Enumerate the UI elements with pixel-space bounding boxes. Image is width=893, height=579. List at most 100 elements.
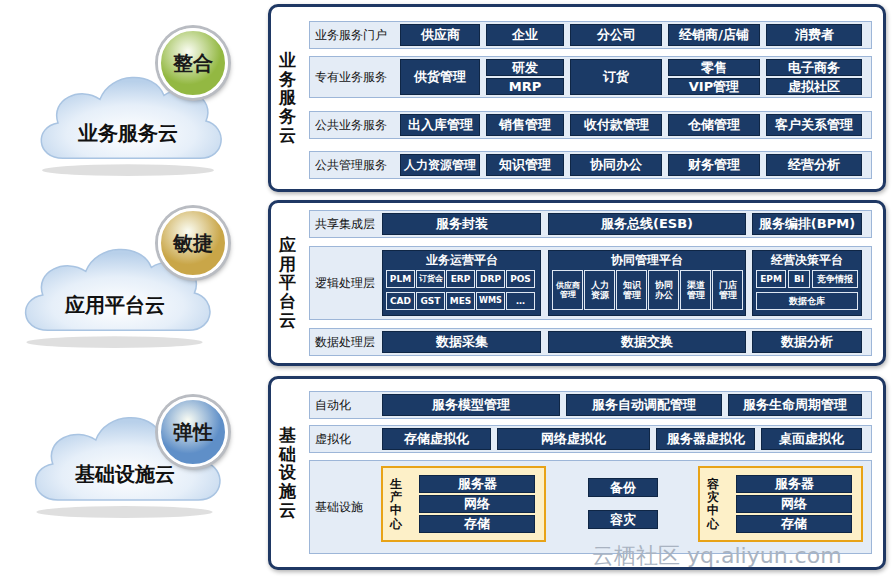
layer-title: 逻辑处理层	[315, 275, 375, 292]
service-box: 分公司	[570, 24, 662, 46]
service-box: 存储虚拟化	[382, 428, 491, 450]
node-label: 应用平台云	[65, 292, 165, 319]
service-box: 仓储管理	[668, 114, 760, 136]
service-box: 服务器	[419, 475, 535, 493]
row-band: 虚拟化存储虚拟化网络虚拟化服务器虚拟化桌面虚拟化	[309, 425, 872, 453]
node-label: 业务运营平台	[383, 251, 540, 269]
module-box: …	[506, 292, 535, 310]
service-box: 服务生命周期管理	[728, 394, 862, 416]
node-label: 经营决策平台	[753, 251, 861, 269]
node-label: 服务生命周期管理	[743, 396, 847, 414]
node-label: 客户关系管理	[775, 116, 853, 134]
node-label: ERP	[451, 274, 471, 284]
service-box: 企业	[486, 24, 564, 46]
module-box: 门店管理	[712, 270, 743, 310]
node-label: 协同管理平台	[549, 251, 745, 269]
service-box: 服务编排(BPM)	[752, 213, 862, 235]
row-band: 专有业务服务供货管理研发MRP订货零售VIP管理电子商务虚拟社区	[309, 56, 872, 98]
module-box: 供应商管理	[552, 270, 583, 310]
module-box: 渠道管理	[680, 270, 711, 310]
layer-panel: 业务服务云业务服务门户供应商企业分公司经销商/店铺消费者专有业务服务供货管理研发…	[268, 4, 886, 192]
service-box: 数据分析	[752, 331, 862, 353]
module-box: 人力资源	[584, 270, 615, 310]
layer-title: 自动化	[315, 397, 351, 414]
service-box: 存储	[419, 515, 535, 533]
node-label: 桌面虚拟化	[779, 430, 844, 448]
module-box: MES	[446, 292, 475, 310]
node-label: 收付款管理	[584, 116, 649, 134]
layer-title: 业务服务门户	[315, 27, 387, 44]
node-label: 弹性	[173, 419, 213, 446]
service-box: 消费者	[766, 24, 862, 46]
node-label: 服务封装	[436, 215, 488, 233]
node-label: 订货会	[419, 274, 443, 283]
node-label: 销售管理	[499, 116, 551, 134]
service-box: 数据交换	[548, 331, 746, 353]
node-label: MRP	[509, 79, 541, 94]
module-box: BI	[788, 270, 810, 288]
watermark: 云栖社区 yq.aliyun.com	[592, 541, 842, 571]
module-box: DRP	[476, 270, 505, 288]
node-label: 供应商管理	[554, 281, 582, 300]
layer-panel: 应用平台云共享集成层服务封装服务总线(ESB)服务编排(BPM)逻辑处理层业务运…	[268, 200, 886, 366]
layer-title: 虚拟化	[315, 431, 351, 448]
node-label: 协同办公	[590, 156, 642, 174]
node-label: VIP管理	[689, 78, 739, 96]
node-label: EPM	[760, 274, 782, 284]
module-box: WMS	[476, 292, 505, 310]
row-band: 公共业务服务出入库管理销售管理收付款管理仓储管理客户关系管理	[309, 111, 872, 139]
node-label: 供货管理	[414, 68, 466, 86]
node-label: WMS	[479, 296, 502, 305]
service-box: MRP	[486, 78, 564, 95]
node-label: 出入库管理	[408, 116, 473, 134]
platform-box: 经营决策平台EPMBI竞争情报数据仓库	[752, 250, 862, 316]
node-label: 基础设施云	[75, 461, 175, 488]
node-label: 数据采集	[436, 333, 488, 351]
service-box: 服务封装	[382, 213, 541, 235]
node-label: 服务自动调配管理	[592, 396, 696, 414]
layer-title: 生产中心	[390, 478, 402, 531]
node-label: 财务管理	[688, 156, 740, 174]
row-band: 公共管理服务人力资源管理知识管理协同办公财务管理经营分析	[309, 151, 872, 179]
badge-circle: 敏捷	[158, 208, 228, 278]
node-label: 人力资源	[590, 280, 609, 301]
layer-title: 专有业务服务	[315, 69, 387, 86]
row-band: 逻辑处理层业务运营平台 PLM 订货会 ERP DRP POS CAD GST MES WMS … 协…	[309, 246, 872, 320]
node-label: 竞争情报	[817, 274, 853, 284]
node-label: 网络	[781, 495, 807, 513]
node-label: 网络虚拟化	[541, 430, 606, 448]
datacenter-box: 容灾中心服务器网络存储	[698, 466, 863, 542]
module-box: CAD	[386, 292, 415, 310]
platform-box: 协同管理平台供应商管理人力资源知识管理协同办公渠道管理门店管理	[548, 250, 746, 316]
node-label: GST	[420, 296, 440, 306]
service-box: 出入库管理	[400, 114, 480, 136]
node-label: POS	[510, 274, 531, 284]
module-box: EPM	[756, 270, 786, 288]
layer-title: 共享集成层	[315, 216, 375, 233]
node-label: 仓储管理	[688, 116, 740, 134]
node-label: 知识管理	[622, 280, 641, 301]
node-label: MES	[450, 296, 472, 306]
node-label: 供应商	[421, 26, 460, 44]
node-label: 零售	[701, 59, 727, 77]
node-label: 数据分析	[781, 333, 833, 351]
node-label: 服务模型管理	[432, 396, 510, 414]
service-box: 服务自动调配管理	[566, 394, 722, 416]
node-label: 数据交换	[621, 333, 673, 351]
node-label: 电子商务	[788, 59, 840, 77]
layer-title: 数据处理层	[315, 334, 375, 351]
service-box: VIP管理	[668, 78, 760, 95]
module-box: 知识管理	[616, 270, 647, 310]
module-box: 协同办公	[648, 270, 679, 310]
layer-title: 业务服务云	[279, 51, 296, 144]
service-box: 服务器	[736, 475, 852, 493]
service-box: 订货	[570, 59, 662, 95]
service-box: 人力资源管理	[400, 154, 480, 176]
service-box: 服务模型管理	[382, 394, 560, 416]
node-label: 备份	[610, 479, 636, 497]
service-box: 供应商	[400, 24, 480, 46]
node-label: PLM	[390, 274, 411, 284]
service-box: 知识管理	[486, 154, 564, 176]
row-band: 基础设施生产中心服务器网络存储备份容灾容灾中心服务器网络存储	[309, 460, 872, 554]
service-box: 财务管理	[668, 154, 760, 176]
